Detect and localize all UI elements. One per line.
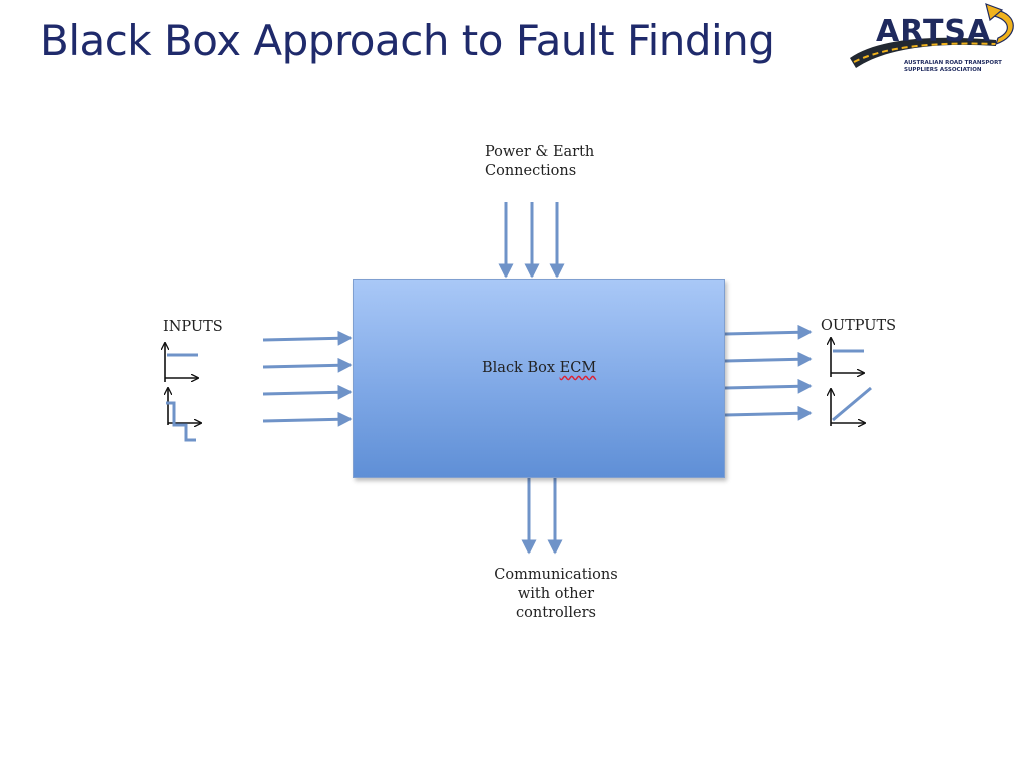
logo-subtitle: AUSTRALIAN ROAD TRANSPORT SUPPLIERS ASSO… [904, 60, 1002, 73]
communications-label: Communications with other controllers [480, 566, 632, 623]
power-arrows [498, 202, 565, 279]
outputs-label: OUTPUTS [821, 318, 897, 334]
black-box-ecm: Black Box ECM [353, 279, 725, 478]
output-analog-signal-icon [831, 386, 872, 426]
ecm-label: Black Box ECM [482, 360, 597, 376]
input-arrow [262, 357, 353, 373]
input-digital-signal-icon [165, 343, 198, 382]
artsa-logo: ARTSA AUSTRALIAN ROAD TRANSPORT SUPPLIER… [846, 0, 1024, 80]
output-arrow [724, 351, 813, 367]
inputs-label: INPUTS [163, 319, 223, 335]
power-label-line2: Connections [485, 163, 577, 179]
output-arrows [724, 324, 813, 421]
comms-label-line3: controllers [516, 605, 596, 621]
logo-wordmark: ARTSA [876, 14, 992, 49]
comms-label-line2: with other [517, 586, 595, 602]
output-arrow [724, 324, 813, 340]
comms-label-line1: Communications [494, 567, 618, 583]
ecm-word: ECM [559, 360, 597, 376]
input-arrows [262, 330, 353, 427]
power-label-line1: Power & Earth [485, 144, 595, 160]
output-arrow [724, 378, 813, 394]
input-pulse-signal-icon [166, 388, 201, 442]
input-arrow [262, 384, 353, 400]
input-arrow [262, 411, 353, 427]
output-digital-signal-icon [831, 338, 864, 377]
road-swoosh-icon [850, 3, 1014, 68]
power-earth-label: Power & Earth Connections [485, 143, 594, 181]
input-arrow [262, 330, 353, 346]
page-title: Black Box Approach to Fault Finding [40, 16, 775, 65]
comms-arrows [521, 478, 563, 555]
output-arrow [724, 405, 813, 421]
